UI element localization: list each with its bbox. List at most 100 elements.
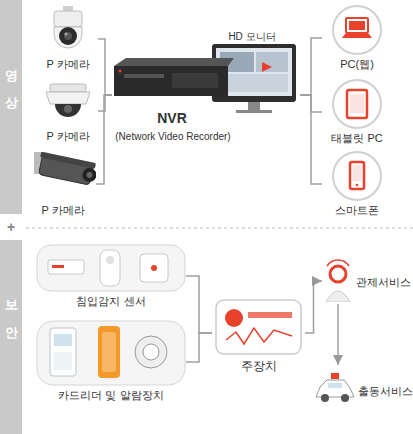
icon-part <box>330 266 346 282</box>
connector-line <box>186 276 212 333</box>
icon-part <box>327 260 349 266</box>
node-label: 관제서비스 <box>356 276 413 289</box>
node-label: P 카메라 <box>38 58 98 71</box>
icon-part <box>50 328 76 376</box>
connector-line <box>300 38 322 95</box>
icon-part <box>151 265 157 271</box>
device-node: P 카메라 <box>38 78 98 144</box>
device-node: P 카메라 <box>30 150 96 218</box>
icon-part <box>48 260 84 274</box>
icon-part <box>54 11 82 27</box>
section-label: 보안 <box>2 290 20 344</box>
node-label: 카드리더 및 알람장치 <box>36 389 186 402</box>
icon-part <box>65 33 68 36</box>
icon-part <box>328 383 342 388</box>
section-band <box>0 0 22 214</box>
device-node: NVR(Network Video Recorder) <box>112 40 300 150</box>
connector-line <box>337 304 339 365</box>
dome-camera <box>38 78 98 128</box>
icon-part <box>248 102 260 110</box>
icon-part <box>236 110 272 113</box>
icon-part <box>353 165 362 181</box>
connector-line <box>300 95 322 184</box>
node-label: 스마트폰 <box>322 204 392 217</box>
device-node: P 카메라 <box>38 6 98 72</box>
device-node: 출동서비스 <box>314 365 413 411</box>
section-divider <box>26 228 413 229</box>
icon-part <box>46 92 90 104</box>
icon-part <box>54 352 72 370</box>
icon-part <box>114 66 228 96</box>
operator-icon <box>322 258 354 302</box>
icon-part <box>350 94 364 113</box>
device-circle <box>322 150 392 202</box>
patrol-car <box>314 365 356 409</box>
icon-part <box>81 167 96 184</box>
icon-part <box>333 80 381 128</box>
icon-part <box>135 336 167 368</box>
device-node: 태블릿 PC <box>322 78 392 146</box>
node-label: P 카메라 <box>38 130 98 143</box>
connector-line <box>186 333 212 362</box>
device-node: 침입감지 센서 <box>36 244 186 308</box>
connector-line <box>96 95 112 184</box>
icon-part <box>333 6 381 54</box>
icon-part <box>98 326 120 378</box>
device-group <box>36 320 186 386</box>
icon-part <box>342 34 372 38</box>
icon-part <box>316 380 354 397</box>
device-label: HD 모니터 <box>212 30 292 44</box>
icon-part <box>37 151 96 186</box>
icon-part <box>350 162 364 189</box>
icon-part <box>349 21 365 30</box>
device-node: 카드리더 및 알람장치 <box>36 320 186 404</box>
icon-part <box>256 52 288 72</box>
icon-part <box>100 250 120 286</box>
node-label: P 카메라 <box>30 204 96 217</box>
icon-part <box>220 74 288 92</box>
device-node: 주장치 <box>212 290 305 376</box>
icon-part <box>50 84 86 92</box>
connector-line <box>98 39 112 95</box>
icon-part <box>54 334 72 346</box>
icon-part <box>86 171 93 178</box>
node-label: 출동서비스 <box>358 385 413 398</box>
device-circle <box>322 4 392 56</box>
node-label: (Network Video Recorder) <box>98 130 248 143</box>
icon-part <box>124 74 164 78</box>
icon-part <box>54 27 82 48</box>
node-label: 주장치 <box>212 360 305 373</box>
icon-part <box>40 151 96 169</box>
device-node: 스마트폰 <box>322 150 392 218</box>
device-circle <box>322 78 392 130</box>
plus-sign: + <box>2 219 20 235</box>
connector-line <box>305 281 322 333</box>
icon-part <box>333 152 381 200</box>
icon-part <box>216 300 301 354</box>
connector-line <box>300 95 322 112</box>
icon-part <box>321 394 329 402</box>
icon-part <box>59 27 77 45</box>
icon-part <box>262 62 272 72</box>
node-label: PC(웹) <box>322 58 392 71</box>
icon-part <box>341 394 349 402</box>
icon-part <box>106 256 114 264</box>
icon-part <box>102 332 116 372</box>
icon-part <box>140 254 168 282</box>
icon-part <box>55 104 81 117</box>
connector-line <box>98 95 112 111</box>
icon-part <box>37 321 185 385</box>
device-node: PC(웹) <box>322 4 392 72</box>
node-label: 태블릿 PC <box>322 132 392 145</box>
icon-part <box>356 184 359 187</box>
icon-part <box>37 245 185 291</box>
icon-part <box>346 18 368 33</box>
icon-part <box>119 70 122 73</box>
icon-part <box>225 309 243 327</box>
device-node: 관제서비스 <box>322 258 413 304</box>
bullet-camera <box>30 150 96 200</box>
icon-part <box>331 373 339 379</box>
icon-part <box>326 291 350 302</box>
sensor-group <box>36 244 186 292</box>
